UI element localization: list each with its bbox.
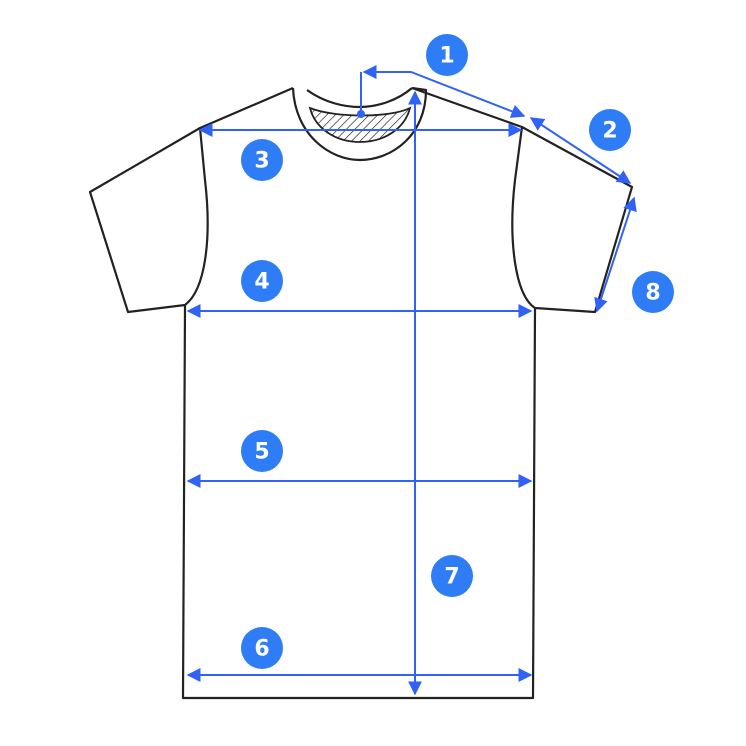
- svg-text:8: 8: [645, 281, 660, 306]
- measure-1-neck: [362, 65, 526, 118]
- measurement-lines: [186, 65, 637, 696]
- tshirt-outline: [88, 86, 634, 700]
- neck-point-dot: [357, 110, 365, 118]
- badge-1: 1: [426, 34, 468, 76]
- collar-band: [306, 87, 413, 109]
- badge-4: 4: [241, 260, 283, 302]
- measure-8-sleeve: [594, 196, 637, 313]
- badge-3: 3: [241, 139, 283, 181]
- badge-8: 8: [632, 271, 674, 313]
- svg-text:4: 4: [254, 270, 269, 295]
- badge-5: 5: [241, 430, 283, 472]
- badge-2: 2: [589, 109, 631, 151]
- svg-text:6: 6: [254, 637, 269, 662]
- svg-text:3: 3: [254, 149, 269, 174]
- svg-text:2: 2: [602, 119, 617, 144]
- badge-6: 6: [241, 627, 283, 669]
- svg-text:7: 7: [444, 565, 459, 590]
- svg-text:5: 5: [254, 440, 269, 465]
- measure-2-shoulder: [529, 117, 632, 184]
- badge-7: 7: [431, 555, 473, 597]
- svg-text:1: 1: [439, 44, 454, 69]
